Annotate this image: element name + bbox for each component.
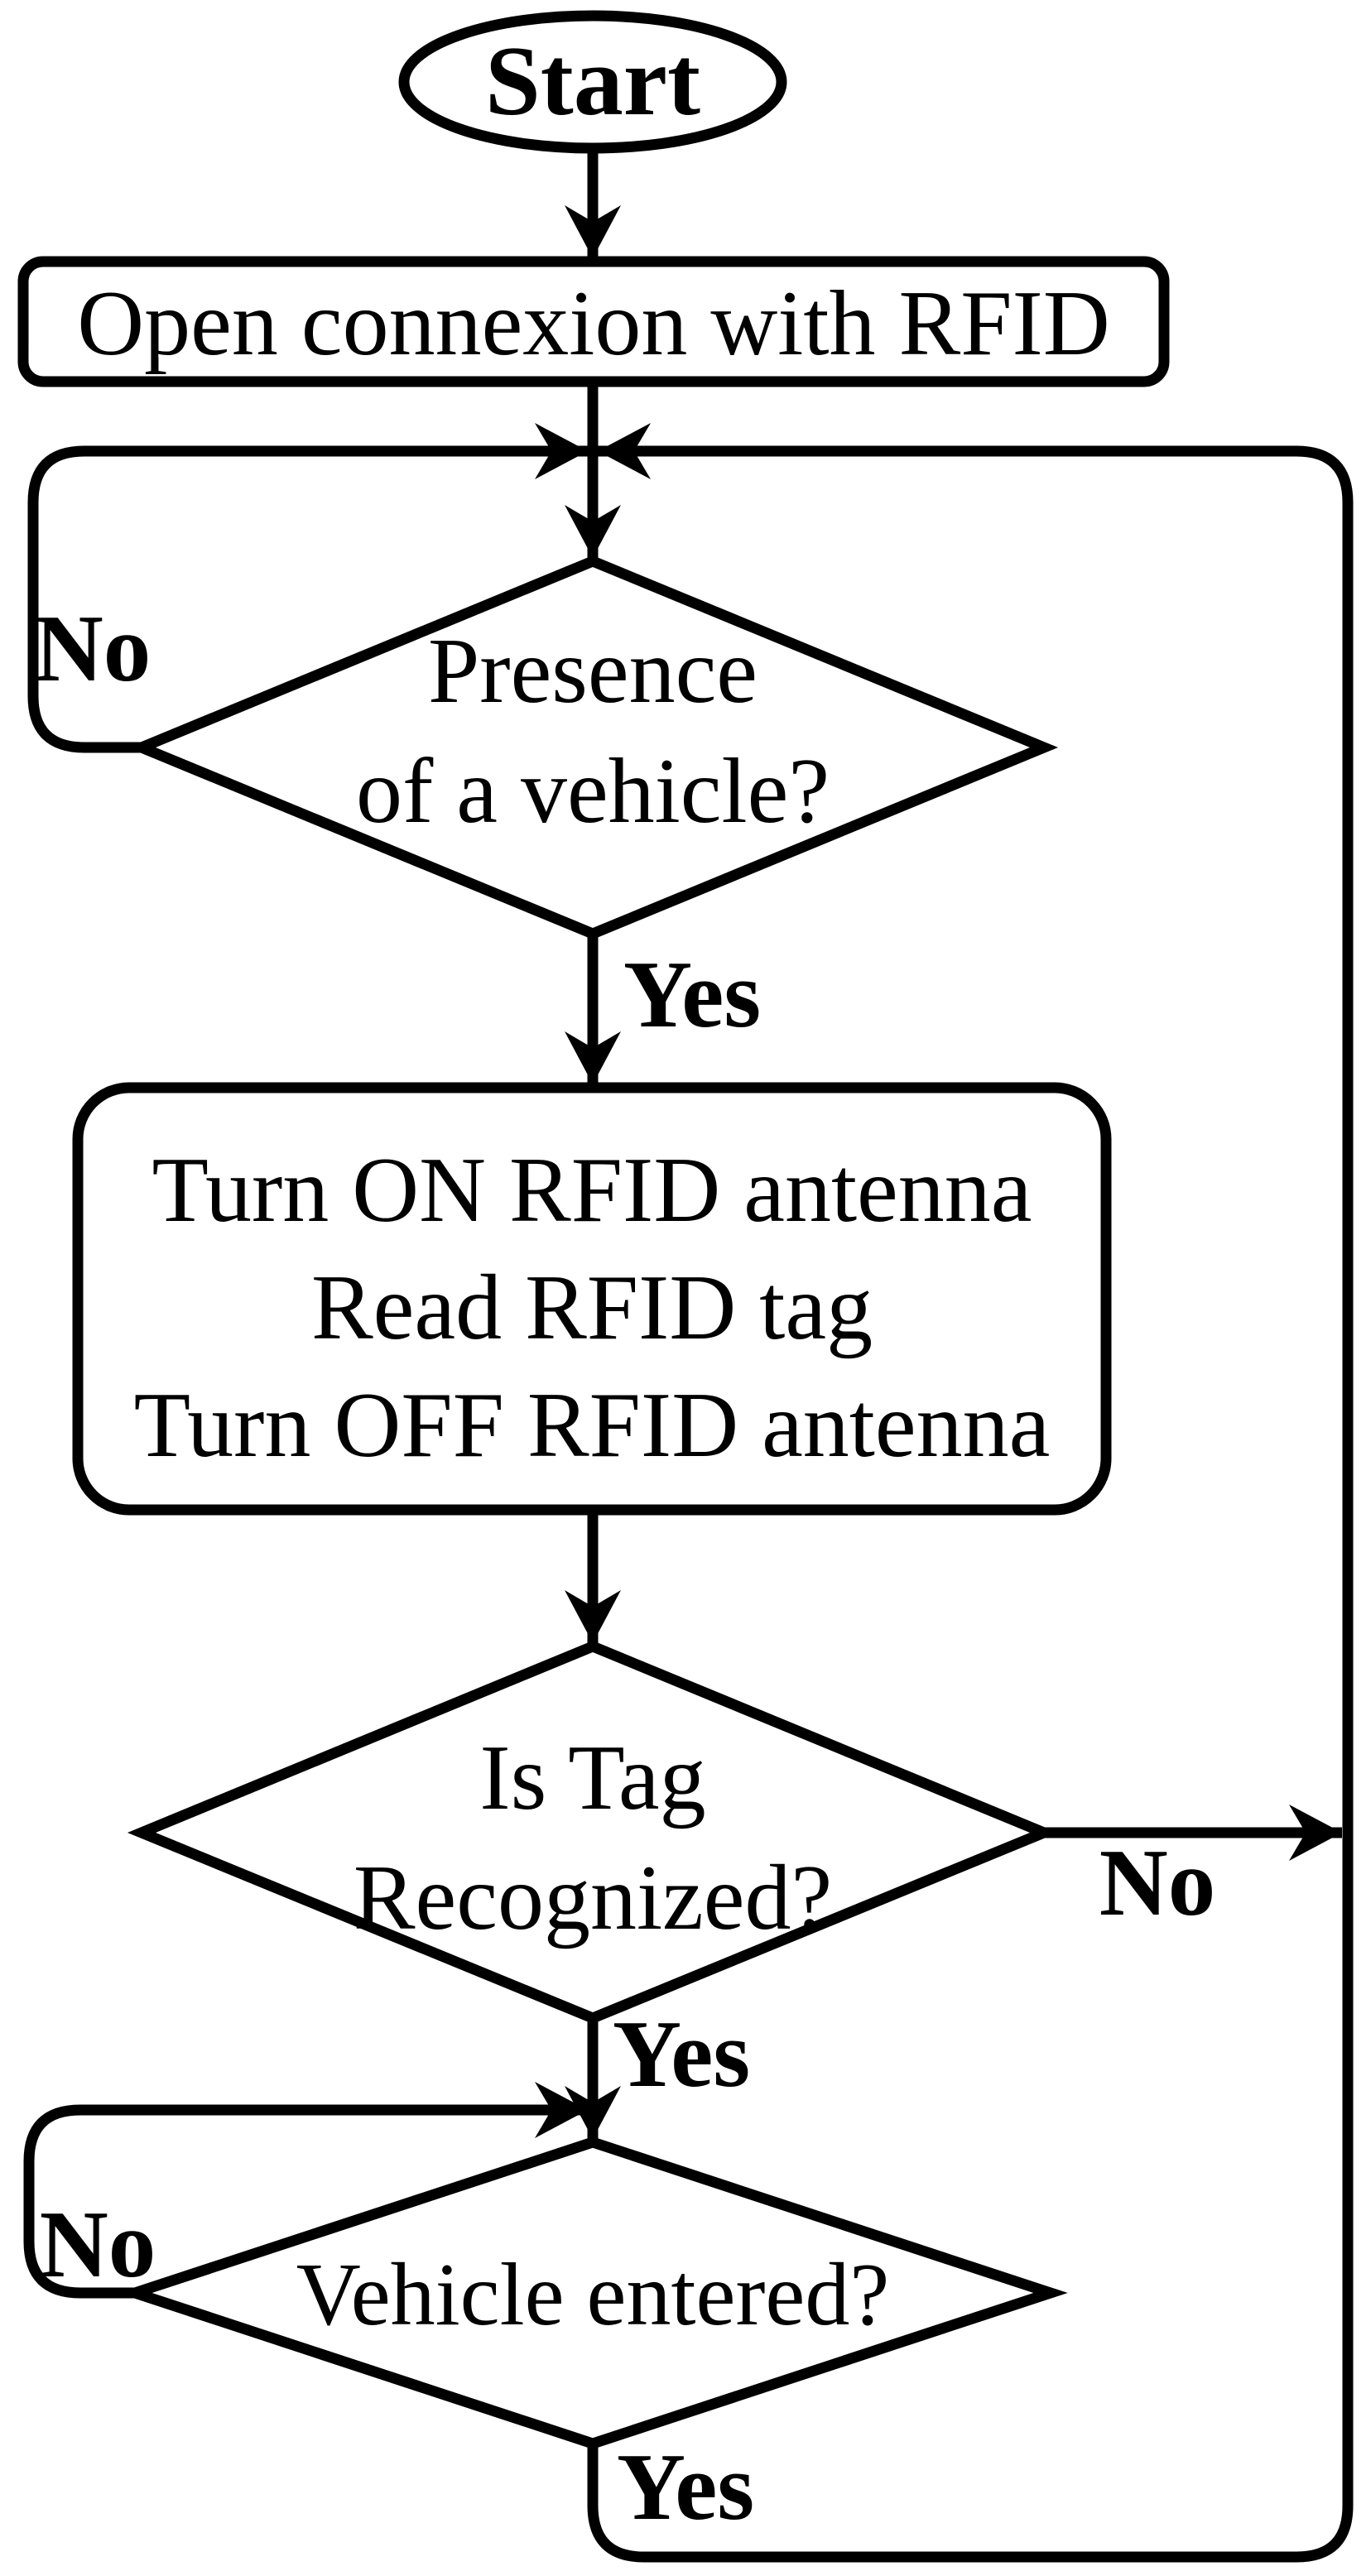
edge-label-presence-no: No — [35, 596, 152, 701]
rfid-read-label-line3: Turn OFF RFID antenna — [134, 1374, 1051, 1477]
start-label: Start — [485, 26, 700, 136]
edge-label-vehicle-no: No — [40, 2192, 156, 2297]
presence-label-line1: Presence — [428, 620, 758, 723]
tag-recognized-decision-shape — [127, 1640, 1059, 2025]
start-terminator-shape — [398, 10, 787, 154]
presence-decision-shape — [127, 555, 1059, 940]
rfid-read-label-line2: Read RFID tag — [311, 1257, 873, 1359]
connector-presence-no-loop — [27, 423, 588, 753]
rfid-read-label-line1: Turn ON RFID antenna — [152, 1139, 1032, 1242]
open-connexion-label: Open connexion with RFID — [77, 272, 1109, 375]
vehicle-entered-decision-shape — [118, 2136, 1068, 2449]
open-connexion-process-shape — [17, 256, 1170, 387]
edge-label-tag-yes: Yes — [613, 2002, 750, 2107]
connector-vehicle-no-loop — [23, 2082, 588, 2299]
edge-label-presence-yes: Yes — [623, 942, 761, 1047]
connector-right-rail-loop — [587, 423, 1354, 2563]
tag-recognized-label-line1: Is Tag — [479, 1727, 705, 1829]
tag-recognized-label-line2: Recognized? — [354, 1847, 832, 1949]
edge-label-tag-no: No — [1099, 1830, 1216, 1935]
edge-label-vehicle-yes: Yes — [617, 2434, 754, 2540]
presence-label-line2: of a vehicle? — [356, 740, 830, 843]
vehicle-entered-label: Vehicle entered? — [296, 2246, 890, 2344]
rfid-read-process-shape — [72, 1082, 1112, 1516]
